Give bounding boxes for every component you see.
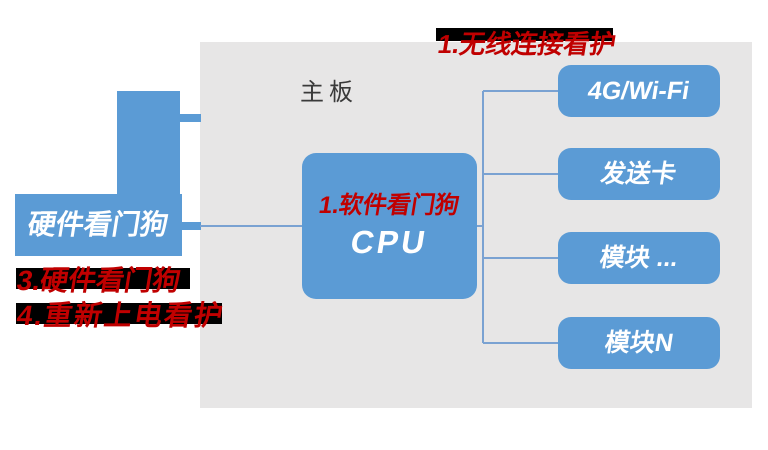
- hardware-annotation-text: 3.硬件看门狗: [14, 265, 183, 296]
- hardware-watchdog-box: 硬件看门狗: [15, 194, 182, 256]
- module-box-module-ellipsis: 模块 ...: [558, 232, 720, 284]
- branch-stub-send-card: [483, 173, 558, 175]
- module-label-4g-wifi: 4G/Wi-Fi: [586, 76, 692, 105]
- hardware-watchdog-vertical-bar: [117, 91, 180, 195]
- branch-stub-4g-wifi: [483, 90, 558, 92]
- module-box-send-card: 发送卡: [558, 148, 720, 200]
- repower-annotation-text: 4.重新上电看护: [14, 300, 227, 331]
- hardware-watchdog-top-stub: [179, 114, 201, 122]
- module-label-send-card: 发送卡: [599, 159, 679, 188]
- wireless-annotation-text: 1.无线连接看护: [435, 29, 619, 59]
- module-label-module-ellipsis: 模块 ...: [597, 243, 681, 272]
- branch-stub-module-ellipsis: [483, 257, 558, 259]
- hardware-watchdog-label: 硬件看门狗: [26, 209, 172, 240]
- cpu-box: 1.软件看门狗 CPU: [302, 153, 477, 299]
- cpu-label: CPU: [348, 224, 431, 260]
- module-label-module-n: 模块N: [602, 328, 676, 357]
- branch-stub-module-n: [483, 342, 558, 344]
- connector-cpu-to-branch: [477, 225, 483, 227]
- module-box-4g-wifi: 4G/Wi-Fi: [558, 65, 720, 117]
- wireless-annotation-highlight: [436, 28, 613, 41]
- hardware-watchdog-mid-stub: [181, 222, 201, 230]
- motherboard-label: 主板: [300, 79, 358, 106]
- repower-annotation-highlight: [16, 303, 222, 324]
- connector-watchdog-to-cpu: [200, 225, 303, 227]
- hardware-annotation-highlight: [16, 268, 190, 289]
- branch-vertical-line: [482, 91, 484, 343]
- module-box-module-n: 模块N: [558, 317, 720, 369]
- cpu-software-watchdog-annotation: 1.软件看门狗: [317, 192, 462, 219]
